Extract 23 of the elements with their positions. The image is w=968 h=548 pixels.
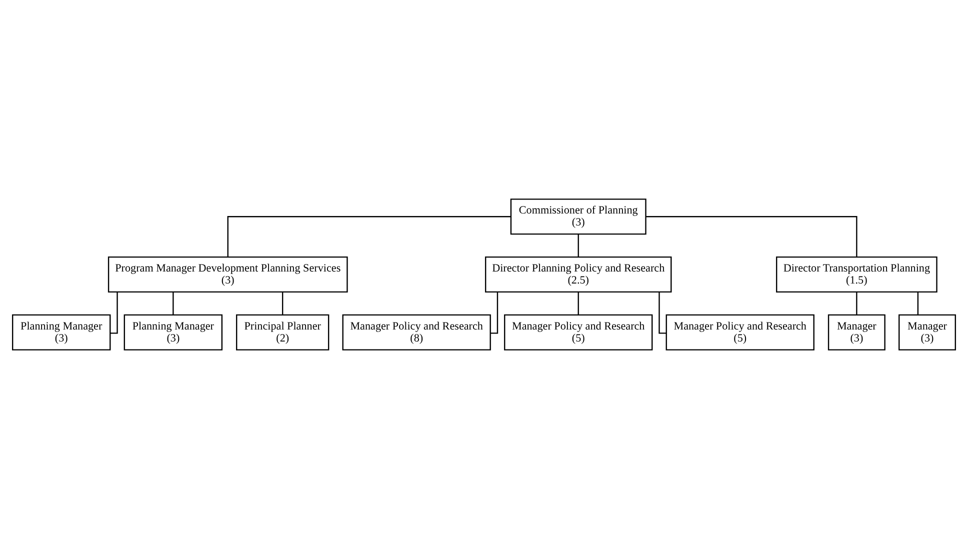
node-box: Manager Policy and Research (5) <box>666 314 814 350</box>
node-box: Manager (3) <box>898 314 956 350</box>
connector <box>282 292 284 314</box>
node-box: Principal Planner (2) <box>236 314 330 350</box>
connector <box>110 292 118 334</box>
connector <box>490 292 498 334</box>
node-box: Manager (3) <box>828 314 886 350</box>
node-box: Manager Policy and Research (8) <box>342 314 491 350</box>
node-box: Manager Policy and Research (5) <box>504 314 653 350</box>
connector <box>227 216 511 256</box>
connector <box>578 292 579 314</box>
node-box: Planning Manager (3) <box>12 314 111 350</box>
connector <box>172 292 174 314</box>
node-box: Director Transportation Planning (1.5) <box>776 256 938 292</box>
connector <box>578 234 579 256</box>
node-box: Commissioner of Planning (3) <box>510 198 646 234</box>
connector <box>856 292 858 314</box>
connector <box>658 292 666 334</box>
node-box: Planning Manager (3) <box>124 314 223 350</box>
node-box: Director Planning Policy and Research (2.5) <box>484 256 672 292</box>
connector <box>917 292 919 314</box>
connector <box>646 216 858 256</box>
node-box: Program Manager Development Planning Services (3) <box>108 256 348 292</box>
